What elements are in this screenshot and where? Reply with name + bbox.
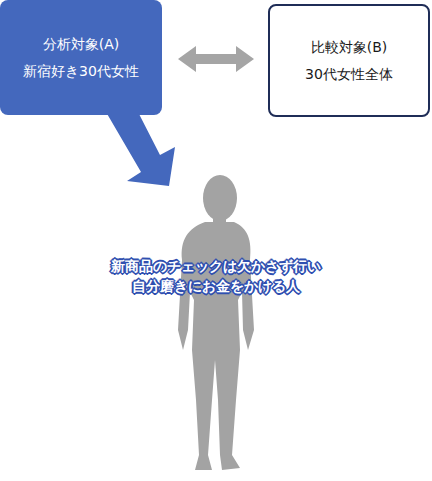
box-body: 新宿好き30代女性 xyxy=(23,62,139,80)
box-heading: 分析対象(A) xyxy=(43,35,120,53)
double-arrow xyxy=(178,46,254,72)
person-description: 新商品のチェックは欠かさず行い 自分磨きにお金をかける人 xyxy=(66,256,366,297)
box-heading: 比較対象(B) xyxy=(311,38,388,56)
comparison-box: 比較対象(B) 30代女性全体 xyxy=(268,4,430,117)
analysis-box: 分析対象(A) 新宿好き30代女性 xyxy=(0,0,162,115)
woman-silhouette xyxy=(178,175,254,470)
pointer-arrow xyxy=(106,112,175,186)
box-body: 30代女性全体 xyxy=(305,65,393,83)
